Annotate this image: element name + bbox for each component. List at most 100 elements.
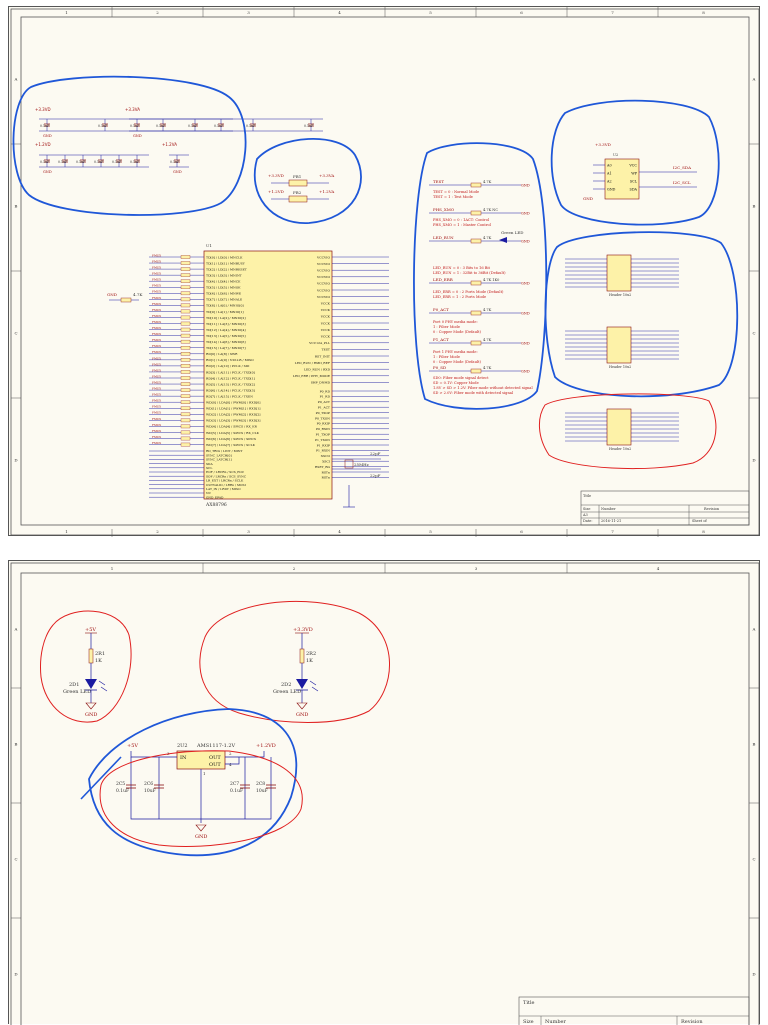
chip-ref: U1 — [206, 243, 212, 248]
config-note: PHS_XMO = 0 : 1ACT: Control — [433, 218, 490, 222]
chip-left-net: FMUX — [152, 338, 161, 342]
annotation-circle-eeprom — [550, 99, 720, 226]
config-note: TEST = 1 : Test Mode — [433, 195, 473, 199]
led2-res-val: 1K — [306, 658, 313, 664]
cap-value: 0.1uF — [76, 160, 86, 164]
grid-col-number: 6 — [520, 529, 523, 534]
gnd-label: GND — [107, 292, 117, 297]
chip-left-pin: TD[7] / LD[7] / MNALE — [206, 298, 243, 302]
grid-col-number: 1 — [111, 566, 114, 571]
title-block: Title Size Number Revision — [518, 996, 750, 1025]
chip-bottom-pin: SYNC_LATCH[1] — [206, 458, 232, 462]
chip-left-pin: TD[6] / LD[6] / MNWE — [206, 292, 242, 296]
led2-net: +3.3VD — [293, 627, 313, 633]
led2-gnd: GND — [296, 712, 308, 718]
crystal-cap: 22pF — [370, 473, 381, 478]
chip-bottom-pin: SDA — [206, 462, 213, 466]
annotation-circle-config — [413, 142, 548, 410]
grid-row-letter: C — [14, 331, 17, 336]
chip-right-lower-pin: XSCO — [321, 454, 331, 458]
config-net-label: PHS_XMO — [433, 207, 455, 212]
grid-row-letter: D — [752, 972, 755, 977]
grid-row-letter: D — [14, 972, 17, 977]
chip-left-net: FMUX — [152, 429, 161, 433]
chip-left-pin: TD[13] / LA[5] / MNIO[5] — [206, 334, 246, 338]
config-resistor: 4.7K — [483, 180, 492, 184]
config-note: SD = 0.1V: Copper Mode — [433, 381, 479, 385]
size-value: A3 — [582, 513, 588, 517]
chip-right-pin: VCC12A_PLL — [308, 341, 330, 345]
config-note: LED_ERR = 0 : 2 Ports Mode (Default) — [433, 290, 504, 294]
eeprom-net: I2C_SCL — [673, 180, 691, 185]
cap-gnd-label: GND — [173, 170, 182, 174]
reg-cap-value: 10uF — [144, 788, 156, 794]
eeprom-ref: U2 — [613, 153, 618, 157]
grid-col-number: 8 — [702, 10, 705, 15]
ferrite-ref: FB2 — [293, 190, 302, 195]
eeprom-pin: SDA — [630, 187, 638, 191]
reg-pin-out2: OUT — [209, 762, 221, 768]
chip-right-pin: SHP_DNMD — [311, 381, 331, 385]
config-net-label: LED_RUN — [433, 235, 454, 240]
eeprom-pin: WP — [631, 171, 637, 175]
chip-right-lower-pin: RSET_BG — [315, 465, 331, 469]
config-note: 0 : Copper Mode (Default) — [433, 330, 481, 334]
config-gnd: GND — [521, 281, 530, 285]
chip-bottom-pin: SOF / LRCRn / SCS_SYNC — [206, 474, 247, 478]
chip-left-net: FMUX — [152, 441, 161, 445]
grid-col-number: 6 — [520, 10, 523, 15]
grid-row-letter: B — [753, 204, 756, 209]
chip-right-pin: VCCK — [320, 328, 331, 332]
sheet-label: Sheet of — [692, 519, 707, 523]
chip-right-lower-pin: P1_ACT — [318, 406, 331, 410]
cap-net-label: +3.3VD — [35, 107, 51, 112]
led-circuit-2: +3.3VD 2R2 1K 2D2 Green LED GND — [273, 627, 319, 718]
led1-resistor — [88, 648, 94, 664]
chip-left-net: FMUX — [152, 356, 161, 360]
header-body — [606, 408, 632, 446]
chip-right-lower-pin: P1_TXOP — [316, 433, 330, 437]
eeprom-vcc: +3.3VD — [595, 142, 611, 147]
cap-value: 0.1uF — [130, 124, 140, 128]
config-note: SD0: Fiber mode signal detect — [433, 376, 489, 380]
cap-value: 0.1uF — [156, 124, 166, 128]
eeprom-pin: A2 — [606, 179, 612, 183]
chip-left-net: FMUX — [152, 272, 161, 276]
outer-frame — [10, 562, 760, 1025]
cap-gnd-label: GND — [43, 134, 52, 138]
reg-cap-value: 0.1uF — [230, 788, 243, 794]
chip-left-net: FMUX — [152, 296, 161, 300]
grid-row-letter: C — [752, 331, 755, 336]
config-net-label: P0_SD — [433, 365, 446, 370]
chip-left-net: FMUX — [152, 266, 161, 270]
chip-left-net: FMUX — [152, 259, 161, 263]
grid-col-number: 4 — [338, 529, 341, 534]
cap-value: 0.1uF — [170, 160, 180, 164]
config-resistor: 4.7K NC — [483, 208, 498, 212]
sheet-2-drawing: 11223344AABBCCDD +5V 2R1 1K 2D1 Green LE… — [10, 562, 760, 1025]
grid-row-letter: A — [752, 627, 756, 632]
date-label: Date: — [583, 519, 593, 523]
config-gnd: GND — [521, 369, 530, 373]
reg-pin-in: IN — [180, 755, 187, 761]
chip-left-net: FMUX — [152, 308, 161, 312]
cap-value: 0.1uF — [98, 124, 108, 128]
eeprom-pin: VCC — [628, 163, 637, 167]
title-block: Title Size Number Revision A3 Date: 2016… — [580, 490, 750, 526]
config-resistor: 4.7K — [483, 338, 492, 342]
ferrite-ref: FB1 — [293, 174, 301, 179]
chip-right-pin: VCCK — [320, 308, 331, 312]
reg-pin-num: 4 — [229, 762, 232, 767]
crystal-cap: 22pF — [370, 451, 381, 456]
annotation-circle-caps — [12, 75, 247, 216]
led1-label: Green LED — [63, 689, 91, 695]
chip-left-pin: WD[2] / LDA[2] / PWM[2] / RXD[2] — [206, 413, 260, 417]
chip-left-net: FMUX — [152, 344, 161, 348]
reg-pin-num: 2 — [229, 751, 232, 756]
chip-left-pin: WD[6] / LDA[6] / SPICS / SPICS — [206, 437, 256, 441]
chip-left-pin: TD[1] / LD[1] / MNBUSY — [206, 261, 246, 265]
